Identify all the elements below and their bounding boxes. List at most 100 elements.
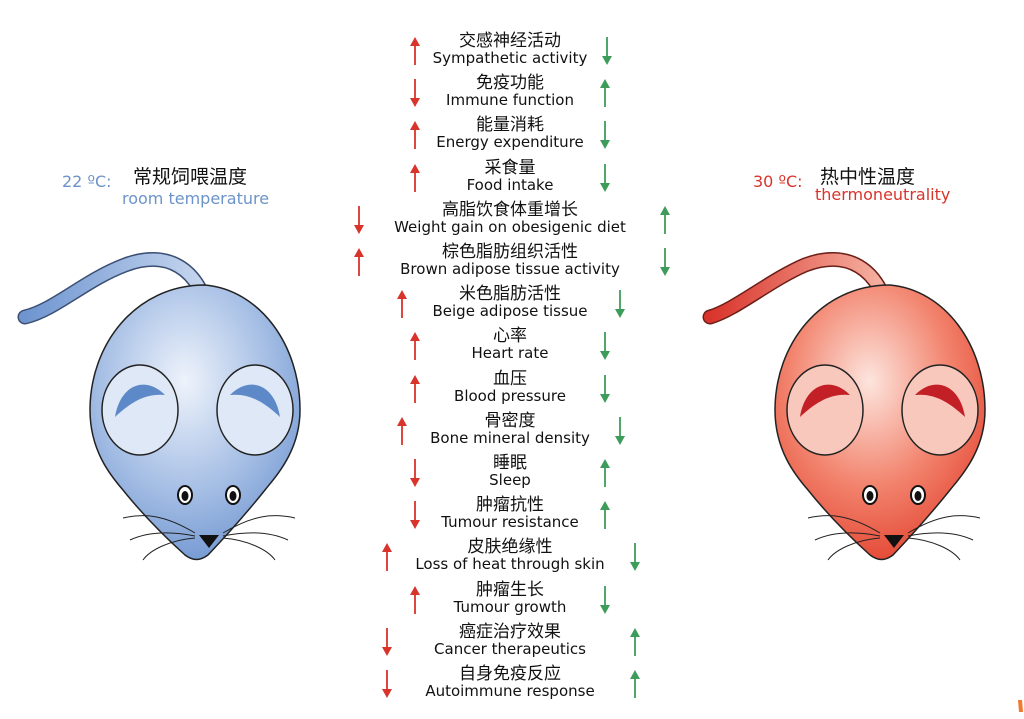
right-condition-label-zh: 热中性温度	[820, 166, 916, 188]
row-label-zh: 采食量	[484, 157, 536, 178]
arrow-down-icon	[600, 332, 610, 361]
arrow-down-icon	[600, 163, 610, 192]
mouse-body	[774, 284, 986, 561]
row-label-zh: 心率	[493, 326, 527, 347]
row-label-en: Immune function	[446, 91, 574, 110]
row-label-zh: 癌症治疗效果	[459, 621, 561, 642]
blue-mouse-illustration	[17, 252, 301, 561]
row-label-en: Sleep	[489, 471, 531, 489]
row-label-zh: 肿瘤生长	[476, 579, 544, 600]
mouse-right-ear	[216, 364, 294, 456]
mouse-nose	[199, 535, 219, 548]
red-mouse-illustration	[702, 252, 986, 561]
arrow-down-icon	[630, 543, 640, 572]
arrow-down-icon	[382, 670, 392, 698]
mouse-left-ear	[101, 364, 179, 456]
arrow-up-icon	[630, 670, 640, 698]
row-label-zh: 米色脂肪活性	[459, 284, 561, 305]
row-label-en: Bone mineral density	[430, 428, 590, 447]
arrow-down-icon	[354, 205, 364, 234]
row-label-en: Blood pressure	[454, 386, 566, 405]
mouse-right-ear	[901, 364, 979, 456]
row-label-en: Tumour growth	[453, 597, 567, 616]
left-condition-label-zh: 常规饲喂温度	[133, 166, 248, 188]
mouse-whiskers	[807, 515, 981, 561]
row-label-zh: 自身免疫反应	[459, 664, 561, 684]
arrow-up-icon	[410, 37, 420, 65]
arrow-up-icon	[397, 290, 407, 319]
arrow-up-icon	[630, 627, 640, 656]
right-temperature-label: 30 ºC:	[753, 172, 803, 191]
arrow-up-icon	[600, 79, 610, 108]
arrow-up-icon	[397, 416, 407, 445]
mouse-nose	[884, 535, 904, 548]
row-label-en: Sympathetic activity	[432, 49, 588, 67]
row-label-zh: 肿瘤抗性	[476, 495, 544, 516]
arrow-up-icon	[382, 543, 392, 572]
row-label-zh: 血压	[493, 368, 527, 389]
row-label-zh: 能量消耗	[476, 115, 544, 136]
arrow-down-icon	[410, 459, 420, 487]
row-label-en: Autoimmune response	[425, 682, 595, 700]
arrow-down-icon	[410, 79, 420, 108]
arrow-up-icon	[410, 121, 420, 150]
arrow-down-icon	[410, 501, 420, 530]
row-label-en: Loss of heat through skin	[415, 555, 605, 574]
row-label-en: Brown adipose tissue activity	[400, 260, 620, 278]
arrow-up-icon	[410, 585, 420, 614]
row-label-zh: 睡眠	[493, 453, 527, 473]
arrow-down-icon	[600, 374, 610, 403]
arrow-down-icon	[615, 416, 625, 445]
mouse-whiskers	[122, 515, 296, 561]
arrow-up-icon	[354, 248, 364, 276]
row-label-zh: 皮肤绝缘性	[467, 537, 553, 558]
row-label-en: Weight gain on obesigenic diet	[394, 217, 626, 236]
row-label-en: Tumour resistance	[441, 513, 579, 532]
corner-mark-icon	[1018, 700, 1023, 712]
right-condition-label-en: thermoneutrality	[815, 185, 951, 204]
arrow-up-icon	[600, 501, 610, 530]
arrow-down-icon	[600, 121, 610, 150]
arrow-down-icon	[602, 37, 612, 65]
arrow-down-icon	[382, 627, 392, 656]
mouse-body	[89, 284, 301, 561]
arrow-down-icon	[660, 248, 670, 276]
row-label-en: Food intake	[466, 175, 554, 194]
row-label-zh: 棕色脂肪组织活性	[442, 242, 578, 262]
arrow-down-icon	[600, 585, 610, 614]
arrow-down-icon	[615, 290, 625, 319]
row-label-en: Energy expenditure	[436, 133, 584, 152]
row-label-en: Beige adipose tissue	[432, 302, 588, 321]
left-condition-label-en: room temperature	[122, 189, 270, 208]
arrow-up-icon	[410, 374, 420, 403]
row-label-en: Cancer therapeutics	[434, 639, 586, 658]
arrow-up-icon	[660, 205, 670, 234]
row-label-zh: 高脂饮食体重增长	[442, 199, 578, 220]
row-label-zh: 免疫功能	[476, 73, 544, 94]
arrow-up-icon	[410, 332, 420, 361]
arrow-up-icon	[410, 163, 420, 192]
mouse-left-ear	[786, 364, 864, 456]
left-temperature-label: 22 ºC:	[62, 172, 112, 191]
arrow-up-icon	[600, 459, 610, 487]
row-label-zh: 骨密度	[484, 410, 536, 431]
row-label-en: Heart rate	[471, 344, 549, 363]
row-label-zh: 交感神经活动	[459, 31, 561, 51]
